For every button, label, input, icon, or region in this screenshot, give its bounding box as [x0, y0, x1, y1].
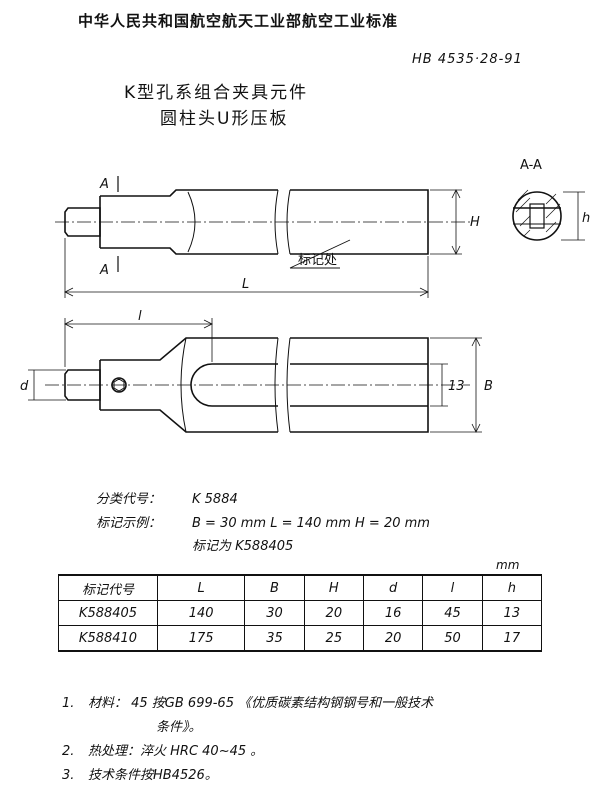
standard-organization: 中华人民共和国航空航天工业部航空工业标准 — [78, 12, 399, 30]
table-cell: 17 — [481, 625, 543, 652]
note-text: 材料： 45 按GB 699-65 《优质碳素结构钢钢号和一般技术 — [88, 696, 434, 711]
dimension-b-label: B — [484, 379, 493, 394]
table-cell: 30 — [244, 600, 305, 626]
technical-drawing: A A H L l d 13 B h 标记处 — [20, 176, 590, 433]
section-mark-a-top: A — [99, 177, 109, 192]
table-cell: 25 — [303, 625, 364, 652]
dimension-l-label: l — [138, 309, 142, 324]
table-header: 标记代号 — [58, 574, 158, 601]
table-cell: 50 — [422, 625, 483, 652]
marking-example-row: 标记示例： B = 30 mm L = 140 mm H = 20 mm — [96, 512, 430, 531]
table-cell: 175 — [156, 625, 246, 652]
table-cell: K588405 — [58, 600, 158, 626]
table-header: B — [244, 574, 305, 601]
note-number: 1. — [62, 696, 75, 711]
dimension-small-h-label: h — [582, 211, 590, 226]
note-material: 1. 材料： 45 按GB 699-65 《优质碳素结构钢钢号和一般技术 — [62, 692, 433, 711]
note-number: 3. — [62, 768, 75, 783]
marking-example-value: B = 30 mm L = 140 mm H = 20 mm — [192, 516, 430, 531]
section-mark-a-bottom: A — [99, 263, 109, 278]
dimension-h-label: H — [470, 215, 480, 230]
marking-example-result: 标记为 K588405 — [192, 539, 294, 554]
document-title-line1: K型孔系组合夹具元件 — [124, 83, 309, 103]
note-heat-treatment: 2. 热处理：淬火 HRC 40~45 。 — [62, 740, 263, 759]
table-unit: mm — [496, 558, 520, 572]
side-view — [55, 176, 470, 298]
dimension-length-label: L — [242, 277, 249, 292]
note-text: 条件》。 — [156, 720, 202, 735]
table-cell: 16 — [362, 600, 424, 626]
section-label: A-A — [520, 158, 542, 173]
table-header: l — [422, 574, 483, 601]
document-title-line2: 圆柱头U形压板 — [160, 109, 289, 129]
table-cell: 140 — [156, 600, 246, 626]
note-material-cont: 条件》。 — [62, 716, 202, 735]
note-text: 技术条件按HB4526。 — [88, 768, 218, 783]
table-header-row: 标记代号 L B H d l h — [58, 574, 543, 601]
table-header: h — [481, 574, 543, 601]
dimension-13-label: 13 — [448, 379, 465, 394]
classification-code-label: 分类代号： — [96, 492, 162, 507]
top-view — [28, 318, 482, 433]
marking-location-label: 标记处 — [298, 253, 337, 268]
note-text: 热处理：淬火 HRC 40~45 。 — [88, 744, 264, 759]
section-a-a — [512, 189, 585, 241]
classification-code-row: 分类代号： K 5884 — [96, 488, 238, 507]
marking-example-label: 标记示例： — [96, 516, 162, 531]
table-row: K588410 175 35 25 20 50 17 — [58, 625, 543, 652]
table-cell: 35 — [244, 625, 305, 652]
dimension-d-label: d — [20, 379, 29, 394]
table-cell: 20 — [303, 600, 364, 626]
table-row: K588405 140 30 20 16 45 13 — [58, 600, 543, 626]
table-cell: K588410 — [58, 625, 158, 652]
note-number: 2. — [62, 744, 75, 759]
classification-code-value: K 5884 — [192, 492, 238, 507]
table-cell: 13 — [481, 600, 543, 626]
standard-number: HB 4535·28-91 — [412, 52, 523, 67]
table-cell: 45 — [422, 600, 483, 626]
table-header: L — [156, 574, 246, 601]
note-technical-conditions: 3. 技术条件按HB4526。 — [62, 764, 218, 783]
table-header: H — [303, 574, 364, 601]
table-cell: 20 — [362, 625, 424, 652]
dimension-table: 标记代号 L B H d l h K588405 140 30 20 16 45… — [58, 574, 543, 652]
table-header: d — [362, 574, 424, 601]
